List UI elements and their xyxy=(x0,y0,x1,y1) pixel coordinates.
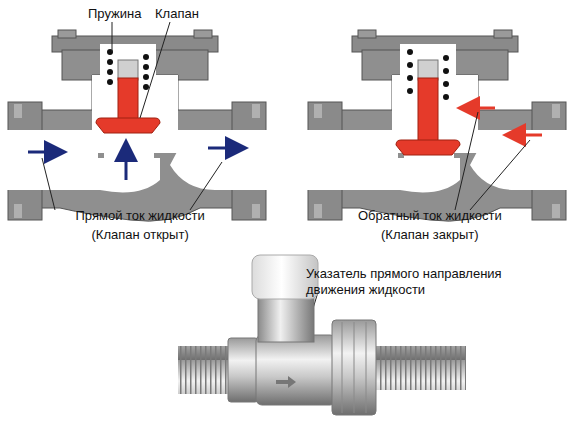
backflow-arrow xyxy=(508,134,542,137)
valve-disc xyxy=(96,118,160,133)
thread xyxy=(376,346,466,390)
part-label: Указатель прямого направления движения ж… xyxy=(306,266,564,298)
part-label: Прямой ток жидкости xyxy=(76,208,205,224)
thread xyxy=(178,346,232,394)
valve-disc xyxy=(396,140,460,155)
nut-ridges xyxy=(342,322,366,413)
backflow-arrow xyxy=(462,107,495,110)
valve-body xyxy=(306,30,568,221)
hex-nut xyxy=(228,338,258,402)
part-label: Обратный ток жидкости xyxy=(358,208,502,224)
valve-stem xyxy=(418,78,438,144)
direction-arrow xyxy=(276,376,296,388)
flow-arrow xyxy=(125,144,128,180)
flow-arrow xyxy=(208,147,243,150)
part-label: (Клапан открыт) xyxy=(92,227,189,243)
flow-arrow xyxy=(28,151,62,154)
open-valve xyxy=(6,30,268,221)
part-label: Клапан xyxy=(155,6,199,22)
leader-lines xyxy=(42,22,530,378)
part-label: (Клапан закрыт) xyxy=(381,227,479,243)
union-nut xyxy=(332,320,376,415)
valve-stem xyxy=(118,78,138,120)
valve-body xyxy=(6,30,268,221)
closed-valve xyxy=(306,30,568,221)
valve-housing xyxy=(256,335,336,405)
part-label: Пружина xyxy=(88,6,141,22)
